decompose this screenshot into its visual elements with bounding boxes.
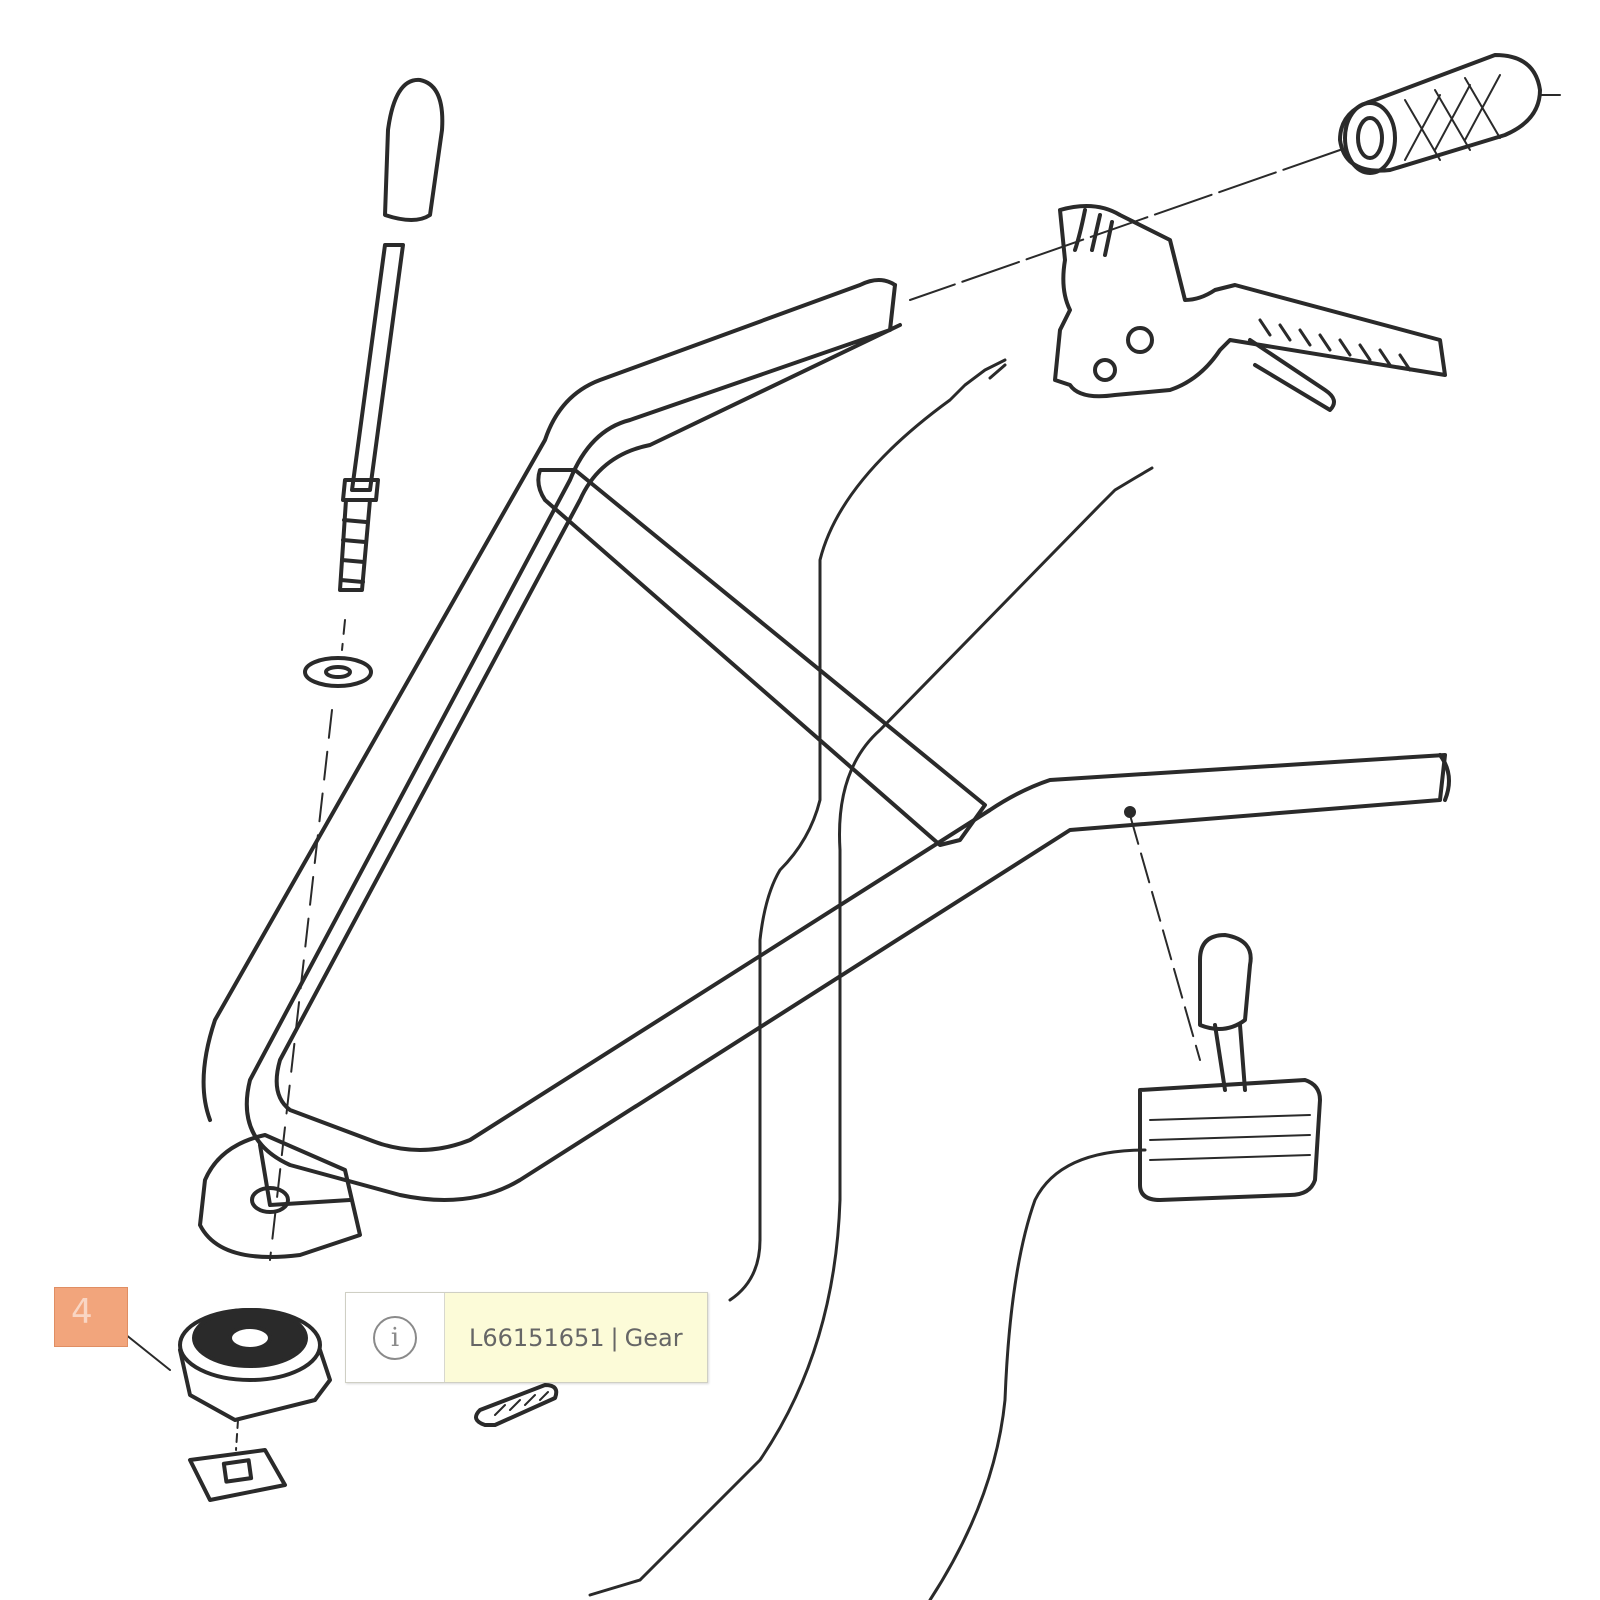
tooltip-icon-cell: i — [346, 1293, 445, 1382]
info-icon: i — [373, 1315, 417, 1360]
part-name: Gear — [624, 1323, 683, 1352]
separator: | — [610, 1323, 619, 1352]
handlebar-frame — [201, 278, 1451, 1202]
callout-number: 4 — [71, 1292, 93, 1332]
left-lever-rod — [269, 77, 445, 1261]
right-grip — [909, 53, 1561, 301]
gear-part-4 — [119, 1308, 332, 1502]
part-tooltip[interactable]: i L66151651 | Gear — [345, 1292, 708, 1383]
control-cables — [588, 358, 1154, 1600]
spring — [474, 1383, 559, 1427]
tooltip-text: L66151651 | Gear — [445, 1293, 707, 1382]
cross-brace — [536, 468, 987, 847]
shift-lever — [1124, 806, 1322, 1202]
part-number: L66151651 — [469, 1323, 605, 1352]
part-callout-badge[interactable]: 4 — [54, 1287, 128, 1347]
control-assembly — [1053, 204, 1447, 412]
mounting-bracket — [198, 1133, 362, 1259]
